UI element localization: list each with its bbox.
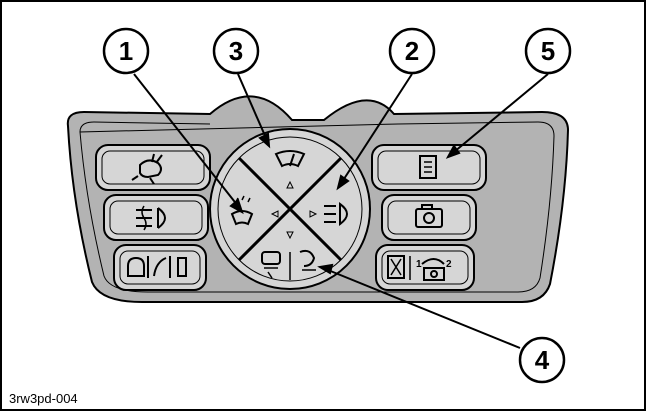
callout-3: 3 (212, 27, 260, 75)
figure-id: 3rw3pd-004 (9, 391, 78, 406)
seat-position-button[interactable] (113, 244, 207, 291)
rabbit-icon (131, 153, 163, 185)
camera-icon (415, 204, 443, 228)
callout-3-label: 3 (229, 36, 243, 66)
parking-brake-icon (261, 251, 281, 279)
rear-wiper-washer-icon (230, 195, 254, 226)
callout-1: 1 (102, 27, 150, 75)
headlight-button[interactable] (314, 192, 360, 232)
seat-icon (127, 256, 187, 278)
rabbit-speed-button[interactable] (95, 144, 211, 191)
left-button-group (95, 144, 211, 291)
park-mode-icon (299, 249, 316, 271)
camera-switch-digit-second: 2 (446, 259, 452, 270)
callout-5: 5 (524, 27, 572, 75)
fog-light-icon (136, 205, 166, 231)
down-arrow-icon (286, 231, 294, 240)
callout-2: 2 (388, 27, 436, 75)
panel-inner-rim (79, 121, 555, 293)
timer-icon (387, 255, 405, 279)
right-arrow-icon (309, 210, 318, 218)
leader-lines (133, 73, 549, 349)
center-dial (209, 128, 371, 290)
front-wiper-icon (274, 150, 306, 168)
up-arrow-icon (286, 180, 294, 189)
menu-icon (419, 155, 437, 179)
callout-2-label: 2 (405, 36, 419, 66)
callout-4: 4 (518, 336, 566, 384)
camera-switch-icon (421, 258, 445, 281)
camera-button[interactable] (381, 194, 477, 241)
callout-5-label: 5 (541, 36, 555, 66)
camera-switch-digit-first: 1 (416, 259, 422, 270)
left-arrow-icon (270, 210, 279, 218)
fog-light-button[interactable] (103, 194, 209, 241)
callout-4-label: 4 (535, 345, 550, 375)
right-button-group: 1 2 (371, 144, 487, 291)
headlight-icon (324, 202, 348, 226)
callout-1-label: 1 (119, 36, 133, 66)
